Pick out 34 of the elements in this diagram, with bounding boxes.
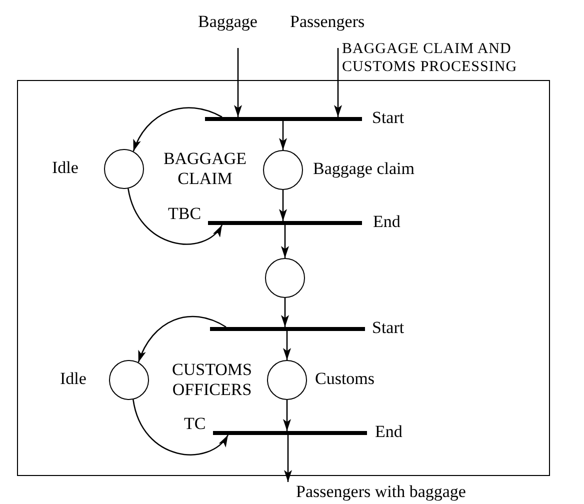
arrow <box>334 48 342 117</box>
arrow <box>279 121 287 150</box>
state-label: Idle <box>60 369 86 389</box>
transition-bar <box>205 117 362 121</box>
state-label: End <box>373 212 400 232</box>
arrow <box>279 190 287 221</box>
arrow <box>234 48 242 117</box>
flow-label: Baggage <box>198 12 258 34</box>
transition-bar <box>210 327 365 331</box>
transition-bar <box>208 221 362 225</box>
arrow <box>132 399 229 456</box>
flow-label: Passengers with baggage <box>282 482 466 502</box>
frame-heading: BAGGAGE CLAIM AND CUSTOMS PROCESSING <box>342 40 518 76</box>
arrow <box>284 435 292 482</box>
flow-label: Passengers <box>290 12 365 34</box>
arrow <box>128 188 223 245</box>
state-label: Start <box>372 318 404 338</box>
arrow <box>281 298 289 327</box>
state-label: Start <box>372 108 404 128</box>
arrow <box>283 331 291 360</box>
frame-box <box>17 80 550 476</box>
state-label: Baggage claim <box>313 159 414 179</box>
arrow <box>132 107 222 152</box>
queue-label: TC <box>184 414 206 434</box>
resource-label: CUSTOMS OFFICERS <box>171 360 253 400</box>
queue-label: TBC <box>168 204 202 224</box>
state-label: End <box>375 422 402 442</box>
transition-bar <box>213 431 367 435</box>
resource-label: BAGGAGE CLAIM <box>162 149 248 189</box>
arrow <box>281 225 289 258</box>
state-label: Customs <box>315 369 375 389</box>
arrow <box>138 316 226 363</box>
state-label: Idle <box>52 158 78 178</box>
arrow <box>283 400 291 431</box>
